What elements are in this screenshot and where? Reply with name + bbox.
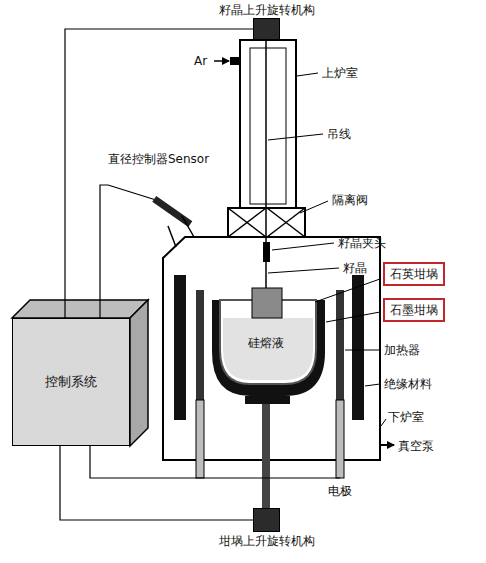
leader-line	[381, 419, 386, 426]
part-label: 籽晶夹头	[338, 236, 386, 250]
insulation	[174, 275, 186, 420]
leader-line	[365, 384, 380, 386]
sensor-port	[182, 216, 194, 237]
part-label: Ar	[194, 54, 207, 68]
control-wire	[100, 185, 108, 318]
heater	[196, 290, 204, 400]
heater	[336, 290, 344, 400]
node-text: 石英坩埚	[390, 267, 438, 281]
node-text: 籽晶上升旋转机构	[219, 3, 315, 17]
leader-line	[268, 268, 339, 273]
seed-holder	[263, 242, 270, 262]
callout-box: 石英坩埚	[383, 262, 445, 286]
control-box-top	[12, 300, 148, 318]
part-label: 硅熔液	[248, 336, 284, 350]
leader-lines	[268, 73, 386, 426]
leader-line	[315, 279, 380, 302]
part-label: 吊线	[327, 127, 351, 141]
control-box: 控制系统	[12, 318, 130, 446]
electrode-wire	[90, 446, 340, 478]
seed	[265, 262, 267, 288]
gas-inlet	[230, 57, 240, 65]
leader-line	[300, 201, 328, 213]
node-text: 石墨坩埚	[390, 303, 438, 317]
upper-chamber	[240, 40, 296, 208]
crystal	[252, 288, 282, 318]
callout-box: 石墨坩埚	[383, 298, 445, 322]
valve-line	[228, 208, 266, 237]
sensor-wire	[108, 185, 156, 200]
mechanism-block: 籽晶上升旋转机构	[253, 18, 280, 40]
valve-line	[228, 208, 266, 237]
part-label: 籽晶	[343, 261, 367, 275]
leader-line	[268, 134, 323, 140]
part-label: 加热器	[384, 343, 420, 357]
mechanism-block: 坩埚上升旋转机构	[253, 508, 280, 532]
gas-arrow	[214, 60, 229, 62]
part-label: 绝缘材料	[384, 377, 432, 391]
part-label: 上炉室	[322, 66, 358, 80]
leader-line	[345, 350, 380, 351]
leader-line	[297, 73, 318, 76]
control-wire	[60, 446, 253, 520]
sensor-port	[168, 226, 176, 247]
sensor-node: 直径控制器Sensor	[108, 152, 248, 220]
silicon-melt	[223, 318, 313, 380]
crucible-shaft	[262, 404, 270, 508]
pull-wire	[265, 40, 267, 243]
node-text: 直径控制器Sensor	[108, 152, 248, 166]
part-label: 下炉室	[388, 410, 424, 424]
part-label: 电极	[328, 484, 352, 498]
leader-line	[272, 243, 334, 250]
electrode	[196, 400, 204, 478]
valve-line	[267, 208, 305, 237]
electrode	[336, 400, 344, 478]
upper-chamber-inner	[250, 48, 286, 204]
leader-line	[326, 312, 380, 322]
control-wire	[65, 29, 253, 318]
node-text: 控制系统	[45, 375, 97, 389]
part-label: 真空泵	[398, 439, 434, 453]
node-text: 坩埚上升旋转机构	[219, 534, 315, 548]
control-box-side	[130, 300, 148, 446]
part-label: 隔离阀	[332, 193, 368, 207]
vacuum-pipe	[380, 444, 394, 446]
insulation	[352, 275, 364, 420]
pedestal	[245, 396, 290, 404]
valve-line	[267, 208, 305, 237]
